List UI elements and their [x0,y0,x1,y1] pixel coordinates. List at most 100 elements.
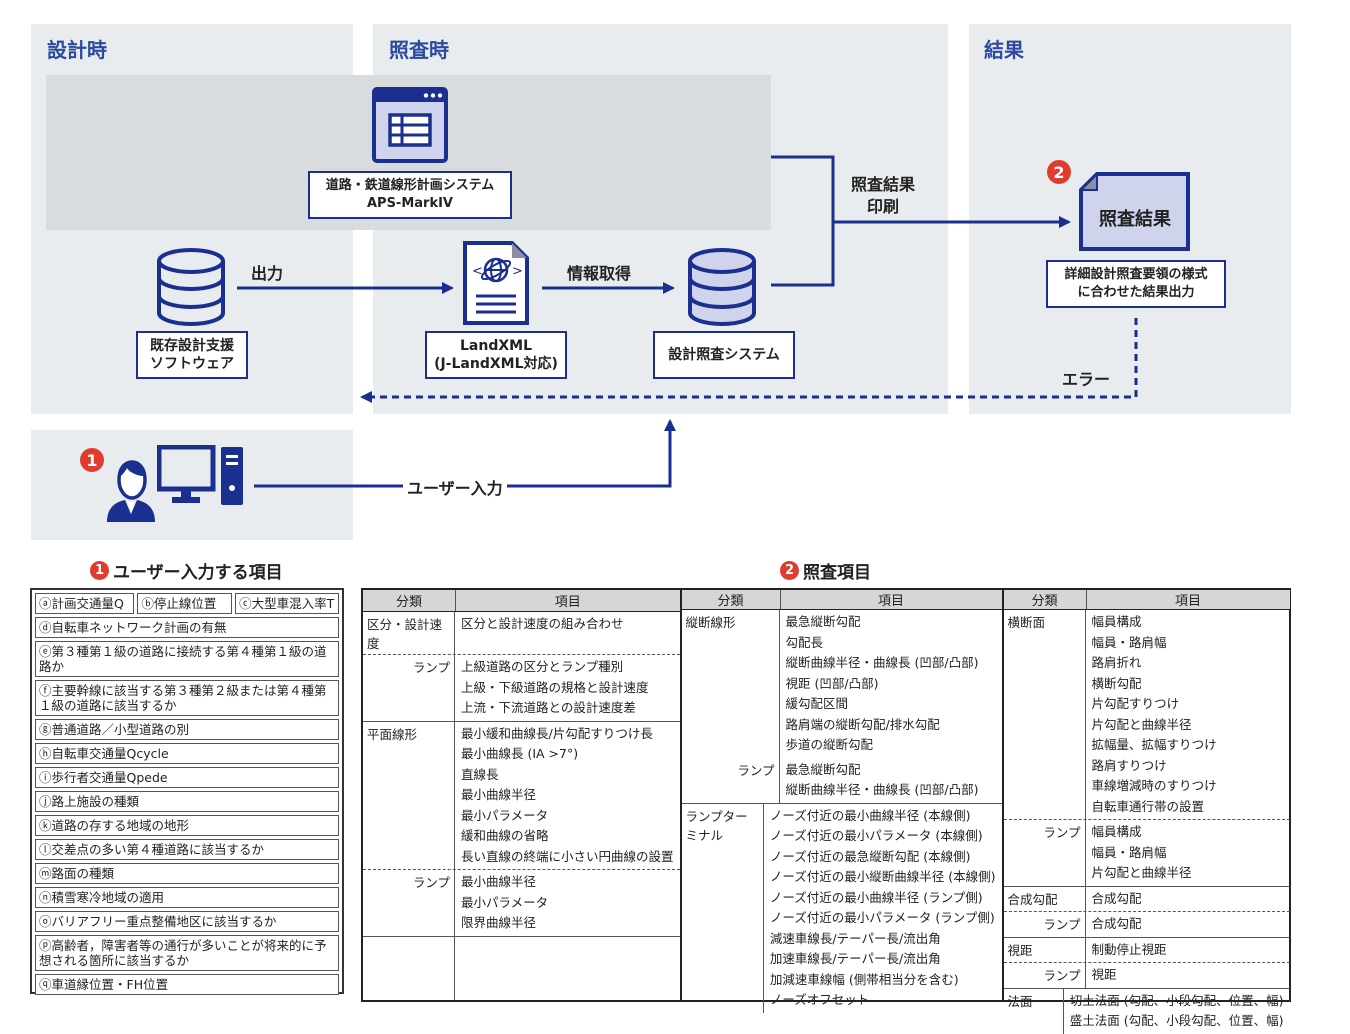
input-row: ⓘ歩行者交通量Qpede [35,767,339,788]
landxml-line1: LandXML [459,338,532,354]
item-cell: 最小緩和曲線長/片勾配すりつけ長最小曲線長 (IA >7°)直線長最小曲線半径最… [455,722,680,870]
check-item: 直線長 [461,766,499,782]
table-header: 分類 項目 [1003,590,1290,610]
check-item: 路肩折れ [1091,655,1142,670]
table-group: ランプターミナルノーズ付近の最小曲線半径 (本線側)ノーズ付近の最小パラメータ … [681,802,1002,1013]
table-group: 合成勾配合成勾配 [1003,885,1290,911]
check-item: 視距 (凹部/凸部) [785,675,879,691]
check-item: 合成勾配 [1091,890,1142,906]
input-item: ⓝ積雪寒冷地域の適用 [35,887,339,908]
check-item: 片勾配すりつけ [1091,696,1180,711]
existing-software-label: 既存設計支援 ソフトウェア [136,331,248,379]
check-item: 切土法面 (勾配、小段勾配、位置、幅) [1069,992,1284,1008]
landxml-label: LandXML (J-LandXML対応) [425,331,567,379]
badge-1-small: 1 [90,561,109,580]
check-item: 最小曲線長 (IA >7°) [461,746,579,761]
input-row: ⓞバリアフリー重点整備地区に該当するか [35,911,339,932]
result-document-icon [1079,172,1190,251]
zone-title-design: 設計時 [47,38,107,62]
check-item: 横断勾配 [1091,675,1142,691]
table-group: ランプ合成勾配 [1003,911,1290,937]
table-group: 法面切土法面 (勾配、小段勾配、位置、幅)盛土法面 (勾配、小段勾配、位置、幅) [1003,987,1290,1034]
check-item: 区分と設計速度の組み合わせ [461,616,624,631]
input-item: ⓠ車道縁位置・FH位置 [35,974,339,995]
input-row: ⓠ車道縁位置・FH位置 [35,974,339,995]
subcategory-cell: ランプ [1004,963,1086,988]
input-item: ⓐ計画交通量Q [35,593,135,614]
input-row: ⓚ道路の存する地域の地形 [35,815,339,836]
check-item: 視距 [1091,967,1117,982]
input-item: ⓘ歩行者交通量Qpede [35,767,339,788]
window-app-icon [372,87,448,163]
table-group: ランプ最小曲線半径最小パラメータ限界曲線半径 [363,869,680,936]
check-item: 盛土法面 (勾配、小段勾配、位置、幅) [1069,1013,1284,1028]
badge-1: 1 [80,448,104,472]
subcategory-cell: ランプ [363,655,455,721]
check-item: 緩和曲線の省略 [461,828,549,843]
check-item: ノーズ付近の最小縦断曲線半径 (本線側) [769,869,996,884]
item-cell: 最小曲線半径最小パラメータ限界曲線半径 [455,870,680,936]
check-item: ノーズ付近の最小曲線半径 (ランプ側) [769,889,983,905]
check-item: 最小曲線半径 [461,787,537,802]
check-item: 最急縦断勾配 [785,614,861,629]
item-cell: 上級道路の区分とランプ種別上級・下級道路の規格と設計速度上流・下流道路との設計速… [455,655,680,721]
header-category: 分類 [1004,590,1087,609]
table-group: 視距制動停止視距 [1003,936,1290,963]
check-item: 最小曲線半径 [461,874,537,889]
check-item: 最小パラメータ [461,894,549,910]
table-group: 横断面幅員構成幅員・路肩幅路肩折れ横断勾配片勾配すりつけ片勾配と曲線半径拡幅量、… [1004,610,1290,819]
check-item: 縦断曲線半径・曲線長 (凹部/凸部) [785,655,979,670]
table-header: 分類項目 [363,590,680,612]
check-item: 片勾配と曲線半径 [1091,716,1192,732]
input-item: ⓚ道路の存する地域の地形 [35,815,339,836]
landxml-line2: (J-LandXML対応) [434,356,558,372]
check-item: 緩勾配区間 [785,696,849,711]
check-item: 上級道路の区分とランプ種別 [461,659,624,674]
item-cell [455,937,680,1001]
input-item: ⓓ自転車ネットワーク計画の有無 [35,617,339,638]
check-items-title-text: 照査項目 [803,563,871,583]
check-items-title: 2 照査項目 [780,558,871,583]
flow-label-info-get: 情報取得 [567,264,632,283]
flow-label-print: 照査結果 印刷 [851,174,915,218]
database-icon [157,248,225,326]
input-item: ⓞバリアフリー重点整備地区に該当するか [35,911,339,932]
user-icon [107,460,155,522]
subcategory-cell: ランプ [363,870,455,936]
item-cell: 切土法面 (勾配、小段勾配、位置、幅) 盛土法面 (勾配、小段勾配、位置、幅) [1064,989,1290,1034]
check-system-label: 設計照査システム [653,331,795,379]
arrow-user-input [254,419,676,488]
check-system-text: 設計照査システム [668,347,780,363]
header-category: 分類 [682,590,781,609]
input-item: ⓒ大型車混入率T [235,593,339,614]
input-item: ⓖ普通道路／小型道路の別 [35,719,339,740]
input-item: ⓛ交差点の多い第４種道路に該当するか [35,839,339,860]
item-cell: 幅員構成幅員・路肩幅路肩折れ横断勾配片勾配すりつけ片勾配と曲線半径拡幅量、拡幅す… [1086,610,1290,819]
header-item: 項目 [1175,594,1202,609]
category-cell: 区分・設計速度 [363,612,455,654]
check-item: 加速車線長/テーパー長/流出角 [769,951,941,966]
svg-text:>: > [512,264,523,279]
input-item: ⓙ路上施設の種類 [35,791,339,812]
item-cell: 視距 [1086,963,1290,988]
item-cell: 制動停止視距 [1086,938,1290,963]
check-item: 幅員構成 [1091,614,1142,629]
check-item: 拡幅量、拡幅すりつけ [1091,737,1217,752]
check-item: ノーズ付近の最小曲線半径 (本線側) [769,807,971,823]
aps-label: 道路・鉄道線形計画システム APS-MarkIV [308,171,512,219]
input-item: ⓕ主要幹線に該当する第３種第２級または第４種第１級の道路に該当するか [35,680,339,716]
input-item: ⓑ停止線位置 [137,593,233,614]
aps-label-line1: 道路・鉄道線形計画システム [325,178,495,193]
print-line2: 印刷 [867,197,900,216]
check-item: 歩道の縦断勾配 [785,737,874,752]
check-item: 最小パラメータ [461,807,549,823]
flow-connectors [237,155,1138,488]
xml-document-icon: < > [463,241,529,325]
table-column-2: 分類項目縦断線形最急縦断勾配勾配長縦断曲線半径・曲線長 (凹部/凸部)視距 (凹… [681,590,1004,1013]
item-cell: ノーズ付近の最小曲線半径 (本線側)ノーズ付近の最小パラメータ (本線側)ノーズ… [764,804,1002,1013]
table-group: 平面線形最小緩和曲線長/片勾配すりつけ長最小曲線長 (IA >7°)直線長最小曲… [363,720,680,870]
check-item: 最急縦断勾配 [785,761,861,777]
category-cell: 横断面 [1004,610,1086,819]
check-item: 合成勾配 [1091,916,1142,931]
